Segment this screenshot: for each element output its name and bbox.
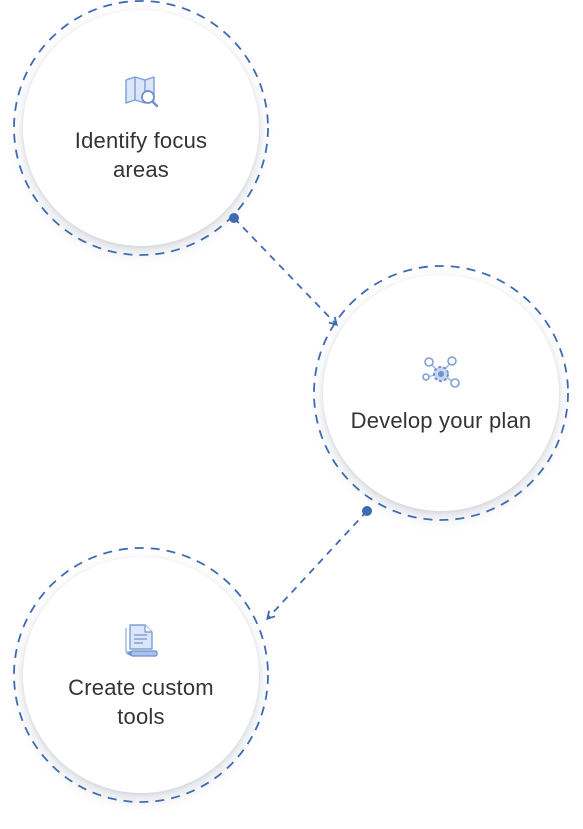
connector-arrow-1: [233, 217, 338, 327]
connector-arrow-2: [266, 510, 368, 621]
dashed-orbit-2: [313, 265, 569, 521]
map-search-icon: [121, 72, 161, 112]
document-pencil-icon: [121, 619, 161, 659]
step-card-identify-focus-areas: Identify focus areas: [23, 10, 259, 246]
step-card-develop-your-plan: Develop your plan: [323, 275, 559, 511]
step-label: Create custom tools: [68, 675, 214, 729]
step-card-create-custom-tools: Create custom tools: [23, 557, 259, 793]
dashed-orbit-3: [13, 547, 269, 803]
connector-dot-1: [229, 213, 239, 223]
step-label: Identify focus areas: [74, 128, 208, 182]
network-gear-icon: [421, 352, 461, 392]
dashed-orbit-1: [13, 0, 269, 256]
connector-dot-2: [362, 506, 372, 516]
step-label: Develop your plan: [350, 407, 532, 433]
